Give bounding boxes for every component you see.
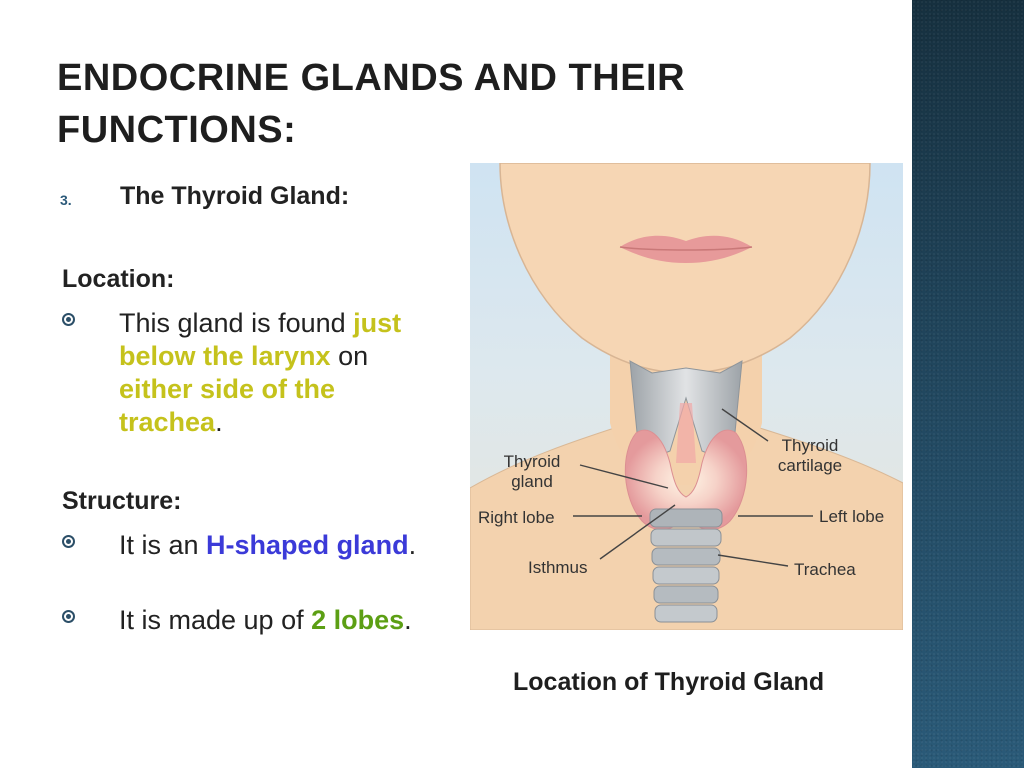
label-left-lobe: Left lobe xyxy=(819,507,884,526)
highlight-larynx: just below the larynx xyxy=(119,308,402,371)
label-trachea: Trachea xyxy=(794,560,856,579)
text-run: . xyxy=(404,605,412,635)
text-run: This gland is found xyxy=(119,308,354,338)
text-run: . xyxy=(408,530,417,560)
thyroid-gland-shape xyxy=(624,429,748,530)
trachea-rings xyxy=(649,508,723,623)
location-heading: Location: xyxy=(62,265,175,293)
highlight-trachea: either side of the trachea xyxy=(119,374,336,437)
label-thyroid-gland-2: gland xyxy=(511,472,553,491)
side-decoration-band xyxy=(912,0,1024,768)
item-number: 3. xyxy=(60,192,72,208)
location-bullet-text: This gland is found just below the laryn… xyxy=(119,307,439,439)
structure-heading: Structure: xyxy=(62,487,182,515)
text-run: It is an xyxy=(119,530,207,560)
label-thyroid-cartilage-1: Thyroid xyxy=(782,436,839,455)
structure-bullet-1-text: It is an H-shaped gland. xyxy=(119,529,439,562)
bullet-icon xyxy=(62,535,75,548)
structure-bullet-2-text: It is made up of 2 lobes. xyxy=(119,604,439,637)
label-thyroid-gland-1: Thyroid xyxy=(504,452,561,471)
label-right-lobe: Right lobe xyxy=(478,508,555,527)
item-heading: The Thyroid Gland: xyxy=(120,182,350,210)
bullet-icon xyxy=(62,610,75,623)
highlight-h-shaped: H-shaped gland xyxy=(206,530,409,560)
highlight-2-lobes: 2 lobes xyxy=(311,605,405,635)
thyroid-illustration: Thyroid gland Right lobe Isthmus Thyroid… xyxy=(470,163,903,630)
bullet-icon xyxy=(62,313,75,326)
text-run: . xyxy=(215,407,223,437)
label-isthmus: Isthmus xyxy=(528,558,588,577)
label-thyroid-cartilage-2: cartilage xyxy=(778,456,842,475)
text-run: It is made up of xyxy=(119,605,312,635)
leader-lines xyxy=(573,408,813,567)
text-run: on xyxy=(330,341,369,371)
slide-title: ENDOCRINE GLANDS AND THEIR FUNCTIONS: xyxy=(57,57,686,151)
figure-caption: Location of Thyroid Gland xyxy=(513,668,825,696)
